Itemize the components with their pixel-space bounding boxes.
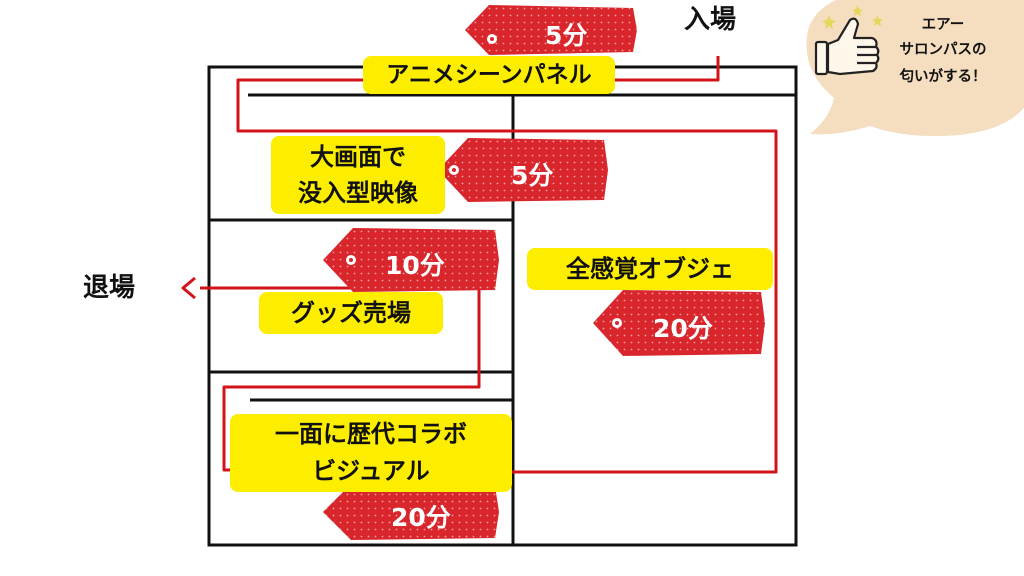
- visitor-route: [236, 56, 778, 474]
- time-label: 10分: [385, 251, 445, 280]
- exit-arrow-icon: [181, 276, 196, 300]
- zone-label-line: 大画面で: [310, 143, 406, 171]
- time-tag-anime: 5分: [465, 5, 637, 55]
- zone-label-line: ビジュアル: [312, 457, 430, 485]
- thumbs-up-icon: [814, 17, 880, 76]
- time-tag-collab: 20分: [323, 484, 499, 540]
- time-label: 5分: [545, 21, 588, 50]
- time-label: 20分: [653, 314, 713, 343]
- time-tag-goods: 10分: [323, 228, 499, 292]
- speech-bubble: [806, 0, 1024, 137]
- zone-label-immersive: 大画面で 没入型映像: [271, 136, 445, 214]
- zone-label-line: 一面に歴代コラボ: [275, 420, 467, 448]
- time-label: 20分: [391, 503, 451, 532]
- bubble-line-3: 匂いがする！: [899, 69, 987, 85]
- zone-label-objet: 全感覚オブジェ: [527, 248, 773, 290]
- exit-label: 退場: [83, 273, 136, 303]
- bubble-line-2: サロンパスの: [899, 42, 987, 58]
- bubble-line-1: エアー: [921, 17, 965, 33]
- sparkle-icon: [822, 5, 883, 29]
- zone-label-line: 没入型映像: [298, 179, 418, 207]
- zone-label-anime: アニメシーンパネル: [363, 56, 615, 94]
- time-label: 5分: [511, 161, 554, 190]
- zone-label-collab: 一面に歴代コラボ ビジュアル: [230, 414, 512, 492]
- zone-label-goods: グッズ売場: [259, 292, 443, 334]
- time-tag-immersive: 5分: [438, 138, 608, 202]
- time-tag-objet: 20分: [593, 290, 765, 356]
- entrance-label: 入場: [684, 5, 737, 35]
